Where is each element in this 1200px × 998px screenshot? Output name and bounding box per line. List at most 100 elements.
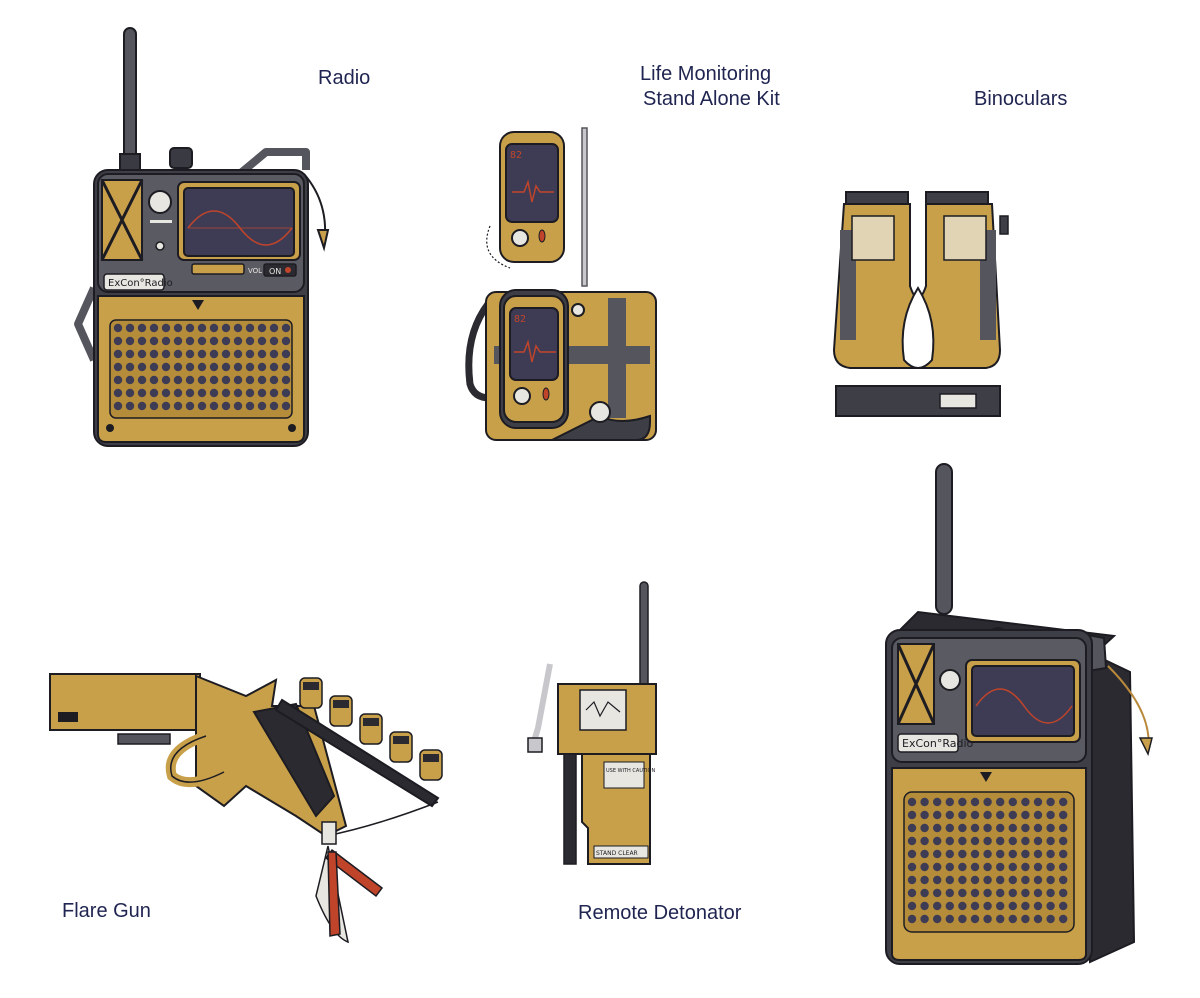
speaker-hole (996, 888, 1005, 898)
speaker-hole (945, 901, 954, 911)
flare-gun-illustration (46, 666, 450, 948)
radio-title: Radio (318, 67, 371, 89)
speaker-hole (1008, 888, 1017, 898)
speaker-hole (945, 797, 954, 807)
speaker-hole (197, 323, 207, 333)
speaker-hole (137, 375, 147, 385)
speaker-hole (983, 875, 992, 885)
life-kit-title-line1: Life Monitoring (640, 63, 772, 85)
speaker-hole (209, 401, 219, 411)
speaker-hole (1046, 836, 1055, 846)
speaker-hole (221, 336, 231, 346)
speaker-hole (933, 875, 942, 885)
speaker-hole (996, 849, 1005, 859)
speaker-hole (233, 401, 243, 411)
speaker-hole (983, 901, 992, 911)
speaker-hole (945, 810, 954, 820)
speaker-hole (209, 323, 219, 333)
speaker-hole (933, 836, 942, 846)
speaker-hole (233, 349, 243, 359)
speaker-hole (958, 888, 967, 898)
speaker-hole (933, 810, 942, 820)
speaker-hole (281, 362, 291, 372)
speaker-hole (958, 914, 967, 924)
speaker-hole (933, 797, 942, 807)
speaker-hole (185, 336, 195, 346)
speaker-hole (233, 323, 243, 333)
speaker-hole (269, 362, 279, 372)
speaker-hole (996, 914, 1005, 924)
speaker-hole (149, 375, 159, 385)
remote-detonator-illustration: USE WITH CAUTION STAND CLEAR (524, 578, 664, 872)
speaker-hole (933, 901, 942, 911)
speaker-hole (125, 336, 135, 346)
speaker-hole (281, 323, 291, 333)
speaker-hole (257, 323, 267, 333)
speaker-hole (1059, 914, 1068, 924)
speaker-hole (1033, 875, 1043, 885)
radio-on-label: ON (269, 267, 281, 276)
speaker-hole (233, 375, 243, 385)
speaker-hole (1033, 823, 1043, 833)
speaker-hole (233, 336, 243, 346)
speaker-hole (137, 388, 147, 398)
speaker-hole (233, 388, 243, 398)
speaker-hole (125, 323, 135, 333)
speaker-hole (907, 836, 917, 846)
speaker-hole (907, 914, 917, 924)
speaker-hole (209, 388, 219, 398)
speaker-hole (173, 336, 183, 346)
speaker-hole (221, 375, 231, 385)
flare-shell (419, 749, 443, 781)
speaker-hole (907, 797, 917, 807)
speaker-hole (1021, 849, 1030, 859)
speaker-hole (125, 401, 135, 411)
speaker-hole (221, 323, 231, 333)
life-kit-title-line2: Stand Alone Kit (643, 88, 780, 110)
speaker-hole (173, 362, 183, 372)
radio-illustration: VOL ON ExCon°Radio (66, 24, 342, 450)
speaker-hole (113, 336, 123, 346)
speaker-hole (1046, 849, 1055, 859)
speaker-hole (1059, 823, 1068, 833)
remote-detonator-title: Remote Detonator (578, 902, 742, 924)
speaker-hole (149, 362, 159, 372)
speaker-hole (933, 888, 942, 898)
flare-shells (299, 677, 443, 781)
speaker-hole (1059, 836, 1068, 846)
speaker-hole (1046, 797, 1055, 807)
speaker-hole (1008, 823, 1017, 833)
speaker-hole (920, 901, 929, 911)
speaker-hole (245, 349, 255, 359)
speaker-hole (1021, 836, 1030, 846)
speaker-hole (221, 401, 231, 411)
speaker-hole (958, 823, 967, 833)
speaker-hole (1008, 797, 1017, 807)
speaker-hole (996, 836, 1005, 846)
speaker-hole (113, 349, 123, 359)
speaker-hole (1046, 862, 1055, 872)
speaker-hole (245, 388, 255, 398)
speaker-hole (221, 362, 231, 372)
speaker-hole (958, 849, 967, 859)
speaker-hole (245, 362, 255, 372)
flare-shell (389, 731, 413, 763)
speaker-hole (1008, 849, 1017, 859)
speaker-hole (1046, 901, 1055, 911)
speaker-hole (970, 875, 980, 885)
speaker-hole (137, 323, 147, 333)
speaker-hole (958, 836, 967, 846)
speaker-hole (983, 888, 992, 898)
speaker-hole (907, 823, 917, 833)
speaker-hole (281, 401, 291, 411)
speaker-hole (281, 349, 291, 359)
speaker-hole (1046, 875, 1055, 885)
speaker-hole (996, 810, 1005, 820)
speaker-hole (161, 336, 171, 346)
speaker-hole (920, 875, 929, 885)
speaker-hole (1008, 862, 1017, 872)
radio-brand-plate: ExCon°Radio (108, 278, 173, 289)
speaker-hole (1059, 901, 1068, 911)
speaker-hole (137, 401, 147, 411)
speaker-hole (185, 401, 195, 411)
